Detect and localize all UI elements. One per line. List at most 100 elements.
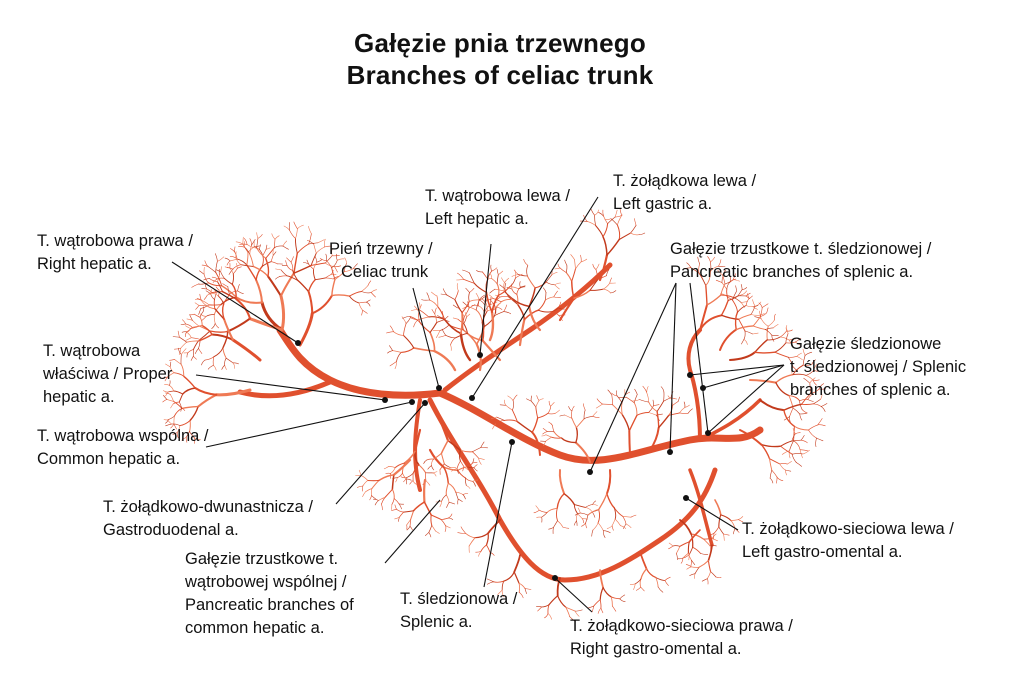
artery-branch	[730, 519, 739, 521]
artery-branch	[621, 402, 623, 415]
artery-branch	[491, 294, 500, 313]
artery-branch	[165, 419, 169, 424]
artery-branch	[256, 238, 259, 249]
artery-branch	[785, 469, 787, 476]
artery-branch	[170, 403, 174, 409]
artery-branch	[496, 269, 499, 275]
artery-branch	[478, 305, 485, 314]
artery-branch	[575, 513, 578, 522]
artery-branch	[816, 437, 824, 442]
artery-branch	[536, 606, 542, 608]
artery-branch	[776, 476, 784, 481]
artery-branch	[494, 311, 505, 316]
artery-branch	[189, 405, 199, 422]
leader-line	[554, 577, 593, 613]
artery-branch	[743, 330, 746, 340]
artery-branch	[772, 324, 779, 329]
artery-branch	[691, 559, 696, 565]
artery-branch	[392, 350, 402, 353]
artery-branch	[166, 399, 174, 402]
artery-branch	[456, 460, 461, 469]
artery-branch	[413, 319, 419, 328]
artery-branch	[616, 395, 623, 404]
artery-branch	[391, 474, 395, 491]
artery-branch	[799, 413, 807, 415]
artery-branch	[602, 223, 609, 238]
artery-branch	[653, 404, 660, 406]
artery-branch	[279, 275, 288, 277]
artery-branch	[518, 286, 526, 290]
artery-branch	[720, 293, 726, 296]
artery-branch	[625, 523, 632, 528]
artery-branch	[779, 463, 788, 465]
artery-branch	[400, 476, 407, 479]
artery-branch	[337, 258, 345, 261]
artery-branch	[465, 287, 470, 293]
artery-branch	[781, 450, 790, 455]
artery-branch	[428, 532, 432, 538]
artery-branch	[468, 292, 470, 302]
artery-branch	[463, 466, 469, 470]
artery-branch	[249, 245, 252, 255]
artery-branch	[655, 577, 659, 588]
artery-branch	[690, 533, 694, 548]
artery-branch	[480, 544, 487, 552]
artery-branch	[438, 335, 447, 338]
artery-branch	[308, 263, 314, 270]
artery-branch	[541, 604, 550, 608]
artery-branch	[213, 299, 216, 310]
artery-branch	[585, 504, 593, 508]
artery-branch	[167, 372, 175, 378]
artery-branch	[592, 511, 596, 518]
artery-branch	[483, 315, 496, 327]
artery-branch	[787, 461, 792, 465]
artery-branch	[186, 352, 189, 358]
artery-branch	[562, 526, 570, 529]
artery-branch	[589, 278, 599, 291]
artery-branch	[602, 288, 612, 294]
artery-branch	[466, 313, 471, 318]
artery-branch	[235, 296, 264, 304]
artery-branch	[176, 425, 181, 434]
artery-branch	[392, 458, 412, 476]
artery-branch	[275, 268, 282, 271]
artery-branch	[418, 321, 431, 333]
artery-branch	[766, 325, 769, 341]
artery-branch	[487, 581, 494, 585]
label-celiac-trunk: Pień trzewny /Celiac trunk	[329, 240, 433, 281]
artery-branch	[785, 469, 792, 472]
artery-branch	[558, 307, 565, 310]
artery-branch	[633, 402, 638, 416]
artery-branch	[455, 491, 459, 500]
artery-branch	[307, 240, 314, 245]
artery-branch	[769, 469, 773, 479]
artery-branch	[576, 520, 578, 526]
artery-branch	[448, 502, 455, 505]
artery-branch	[714, 499, 722, 516]
artery-branch	[741, 339, 745, 345]
artery-branch	[557, 595, 567, 608]
artery-branch	[754, 316, 762, 319]
artery-branch	[603, 530, 611, 534]
artery-branch	[401, 316, 407, 324]
artery-branch	[648, 405, 654, 413]
artery-branch	[478, 551, 482, 557]
artery-branch	[431, 291, 438, 297]
artery-branch	[457, 469, 466, 479]
artery-branch	[619, 208, 622, 216]
artery-branch	[747, 293, 750, 300]
artery-branch	[209, 278, 218, 283]
artery-branch	[557, 263, 561, 269]
pointer-dot	[422, 400, 428, 406]
artery-branch	[491, 267, 498, 272]
artery-branch	[403, 510, 415, 513]
artery-branch	[162, 376, 168, 379]
artery-branch	[575, 261, 582, 270]
artery-branch	[801, 393, 812, 405]
artery-branch	[454, 290, 459, 300]
artery-branch	[575, 426, 579, 444]
artery-branch	[801, 409, 808, 414]
artery-branch	[169, 380, 171, 386]
artery-branch	[433, 349, 457, 372]
